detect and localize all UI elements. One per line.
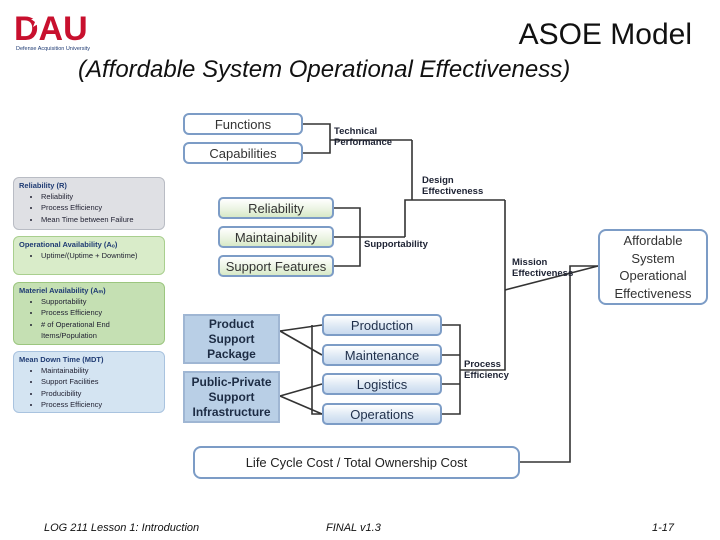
box-maintenance: Maintenance	[322, 344, 442, 366]
list-item: Process Efficiency	[41, 307, 159, 318]
list-item: Supportability	[41, 296, 159, 307]
panel-oa-list: Uptime/(Uptime + Downtime)	[19, 250, 159, 261]
connector-pe-me	[460, 290, 506, 371]
label-mission-effectiveness: Mission Effectiveness	[512, 257, 574, 279]
logo-caption: Defense Acquisition University	[16, 46, 90, 52]
list-item: Support Facilities	[41, 376, 159, 387]
connector-me-asoe	[504, 265, 599, 291]
box-asoe: Affordable System Operational Effectiven…	[598, 229, 708, 305]
connector-psp-maintenance	[279, 330, 323, 356]
list-item: Producibility	[41, 388, 159, 399]
box-functions: Functions	[183, 113, 303, 135]
list-item: # of Operational End Items/Population	[41, 319, 159, 342]
label-supportability: Supportability	[364, 239, 428, 250]
panel-materiel-availability: Materiel Availability (Aₘ) Supportabilit…	[13, 282, 165, 345]
logo-wordmark: DAU	[14, 10, 88, 48]
page-subtitle: (Affordable System Operational Effective…	[78, 56, 571, 83]
footer-version: FINAL v1.3	[326, 522, 381, 534]
dau-logo: DAU Defense Acquisition University	[12, 8, 122, 54]
connector-process-right	[442, 324, 461, 415]
box-life-cycle-cost: Life Cycle Cost / Total Ownership Cost	[193, 446, 520, 479]
panel-mdt-heading: Mean Down Time (MDT)	[19, 355, 104, 364]
panel-ma-heading: Materiel Availability (Aₘ)	[19, 286, 106, 295]
connector-psp-production	[279, 324, 323, 332]
panel-oa-heading: Operational Availability (Aₒ)	[19, 240, 118, 249]
box-reliability: Reliability	[218, 197, 334, 219]
box-maintainability: Maintainability	[218, 226, 334, 248]
list-item: Maintainability	[41, 365, 159, 376]
panel-mean-down-time: Mean Down Time (MDT) Maintainability Sup…	[13, 351, 165, 413]
connector-lcc-asoe	[520, 265, 598, 463]
list-item: Mean Time between Failure	[41, 214, 159, 225]
page-title: ASOE Model	[518, 18, 692, 51]
box-product-support-package: Product Support Package	[183, 314, 280, 364]
connector-process-left	[311, 325, 322, 415]
panel-operational-availability: Operational Availability (Aₒ) Uptime/(Up…	[13, 236, 165, 275]
connector-design	[404, 199, 505, 237]
logo-star-icon	[31, 14, 45, 27]
label-technical-performance: Technical Performance	[334, 126, 393, 148]
list-item: Uptime/(Uptime + Downtime)	[41, 250, 159, 261]
list-item: Process Efficiency	[41, 202, 159, 213]
box-support-features: Support Features	[218, 255, 334, 277]
label-design-effectiveness: Design Effectiveness	[422, 175, 484, 197]
box-capabilities: Capabilities	[183, 142, 303, 164]
footer-page-number: 1-17	[652, 522, 675, 534]
connector-ppi-logistics	[279, 383, 323, 397]
list-item: Reliability	[41, 191, 159, 202]
connector-functions	[303, 123, 331, 154]
footer-course: LOG 211 Lesson 1: Introduction	[44, 522, 200, 534]
box-production: Production	[322, 314, 442, 336]
panel-reliability: Reliability (R) Reliability Process Effi…	[13, 177, 165, 230]
dau-logo-graphic: DAU Defense Acquisition University	[14, 10, 90, 52]
box-public-private-infrastructure: Public-Private Support Infrastructure	[183, 371, 280, 423]
panel-ma-list: Supportability Process Efficiency # of O…	[19, 296, 159, 341]
panel-reliability-heading: Reliability (R)	[19, 181, 67, 190]
list-item: Process Efficiency	[41, 399, 159, 410]
panel-mdt-list: Maintainability Support Facilities Produ…	[19, 365, 159, 410]
label-process-efficiency: Process Efficiency	[464, 359, 509, 381]
panel-reliability-list: Reliability Process Efficiency Mean Time…	[19, 191, 159, 225]
box-operations: Operations	[322, 403, 442, 425]
box-logistics: Logistics	[322, 373, 442, 395]
connector-ppi-operations	[279, 395, 323, 415]
